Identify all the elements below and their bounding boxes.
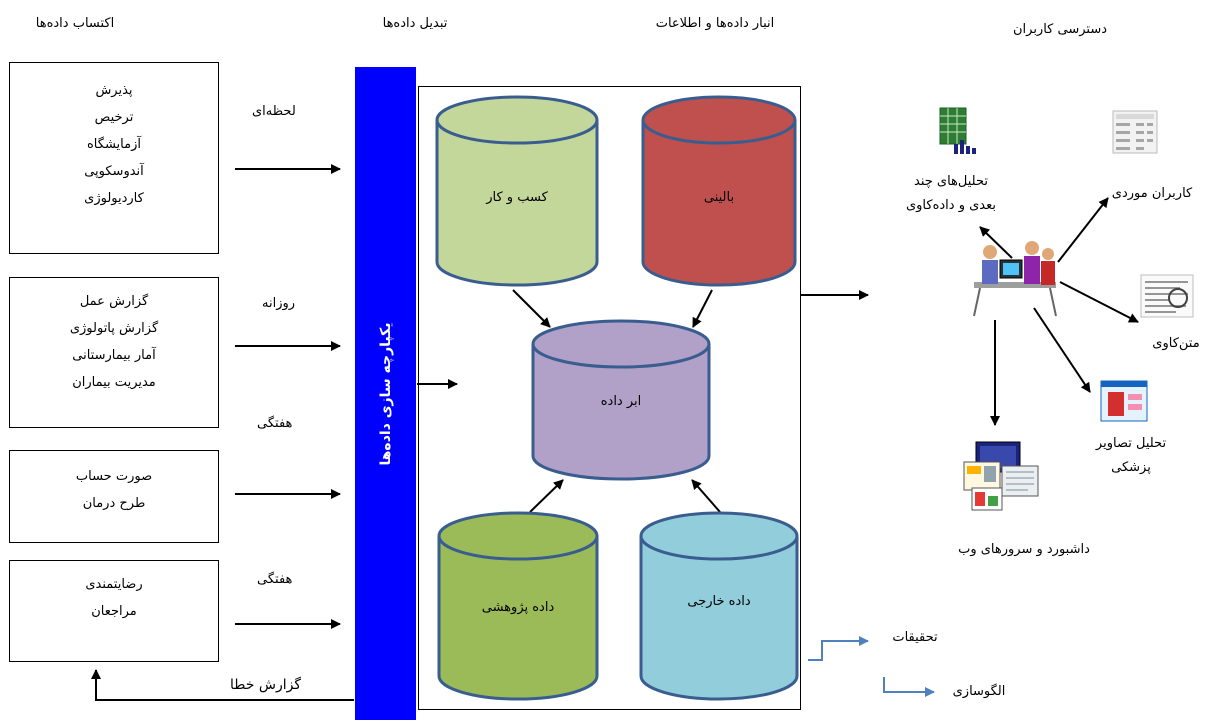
source-line: آمار بیمارستانی — [72, 348, 156, 363]
image-analysis-label: تحلیل تصاویر پزشکی — [1086, 432, 1176, 480]
arrow-research-to-metadata — [529, 479, 564, 513]
frequency-daily: روزانه — [262, 296, 296, 311]
legend-arrow-modeling — [883, 677, 935, 697]
text-mining-label: متن‌کاوی — [1152, 336, 1200, 351]
olap-label-line: تحلیل‌های چند — [914, 174, 988, 189]
olap-label: تحلیل‌های چند بعدی و داده‌کاوی — [896, 170, 1006, 218]
source-line: رضایتمندی — [85, 577, 143, 592]
source-line: آندوسکوپی — [84, 164, 144, 179]
cylinder-label: کسب و کار — [486, 190, 548, 205]
source-line: گزارش پاتولوژی — [69, 321, 159, 336]
image-analysis-label-line: پزشکی — [1111, 460, 1151, 475]
arrow-external-to-metadata — [691, 479, 721, 513]
error-report-label: گزارش خطا — [230, 677, 301, 693]
dashboard-screens-icon — [963, 441, 1039, 511]
cylinder-label: داده خارجی — [687, 594, 751, 609]
text-document-icon — [1140, 274, 1194, 318]
frequency-realtime: لحظه‌ای — [252, 104, 296, 119]
source-box-realtime: پذیرش ترخیص آزمایشگاه آندوسکوپی کاردیولو… — [9, 62, 219, 254]
source-line: آزمایشگاه — [87, 137, 141, 152]
olap-label-line: بعدی و داده‌کاوی — [905, 198, 997, 213]
header-user-access: دسترسی کاربران — [1012, 22, 1107, 37]
arrow-to-image-analysis — [1033, 307, 1091, 393]
cylinder-label: بالینی — [703, 190, 735, 205]
arrow-to-olap — [979, 226, 1013, 259]
medical-image-icon — [1100, 380, 1148, 422]
cylinder-metadata: ابر داده — [530, 318, 712, 482]
report-table-icon — [1112, 110, 1158, 154]
arrow-to-case-users — [1057, 197, 1109, 263]
source-box-daily: گزارش عمل گزارش پاتولوژی آمار بیمارستانی… — [9, 277, 219, 428]
users-group-icon — [973, 241, 1057, 317]
source-box-weekly-satisfaction: رضایتمندی مراجعان — [9, 560, 219, 662]
source-line: ترخیص — [94, 110, 134, 125]
spreadsheet-chart-icon — [939, 107, 976, 154]
header-data-transformation: تبدیل داده‌ها — [382, 16, 448, 31]
header-data-warehouse: انبار داده‌ها و اطلاعات — [655, 16, 775, 31]
source-line: مراجعان — [91, 604, 137, 619]
cylinder-label: ابر داده — [600, 394, 642, 409]
cylinder-research: داده پژوهشی — [436, 510, 600, 702]
frequency-weekly: هفتگی — [257, 572, 293, 587]
source-line: مدیریت بیماران — [72, 375, 156, 390]
source-line: کاردیولوژی — [84, 191, 144, 206]
source-line: صورت حساب — [75, 469, 153, 484]
cylinder-clinical: بالینی — [640, 94, 798, 288]
cylinder-external: داده خارجی — [638, 510, 800, 702]
image-analysis-label-line: تحلیل تصاویر — [1095, 436, 1167, 451]
source-box-weekly-billing: صورت حساب طرح درمان — [9, 450, 219, 543]
cylinder-business: کسب و کار — [434, 94, 600, 288]
legend-modeling-label: الگوسازی — [952, 684, 1006, 699]
source-line: طرح درمان — [82, 496, 146, 511]
header-data-acquisition: اکتساب داده‌ها — [35, 16, 115, 31]
dashboard-label: داشبورد و سرورهای وب — [958, 542, 1090, 557]
data-integration-bar: یکپارچه سازی داده‌ها — [355, 67, 416, 720]
legend-research-label: تحقیقات — [892, 630, 938, 645]
legend-arrow-research — [808, 636, 869, 661]
arrow-business-to-metadata — [512, 289, 551, 328]
arrow-to-text-mining — [1059, 281, 1139, 323]
source-line: گزارش عمل — [79, 294, 149, 309]
case-users-label: کاربران موردی — [1111, 186, 1193, 201]
cylinder-label: داده پژوهشی — [481, 600, 555, 615]
arrow-error-report — [91, 669, 354, 701]
source-line: پذیرش — [95, 83, 133, 98]
arrow-clinical-to-metadata — [692, 289, 713, 328]
frequency-weekly: هفتگی — [257, 416, 293, 431]
data-warehouse-box — [418, 86, 801, 710]
